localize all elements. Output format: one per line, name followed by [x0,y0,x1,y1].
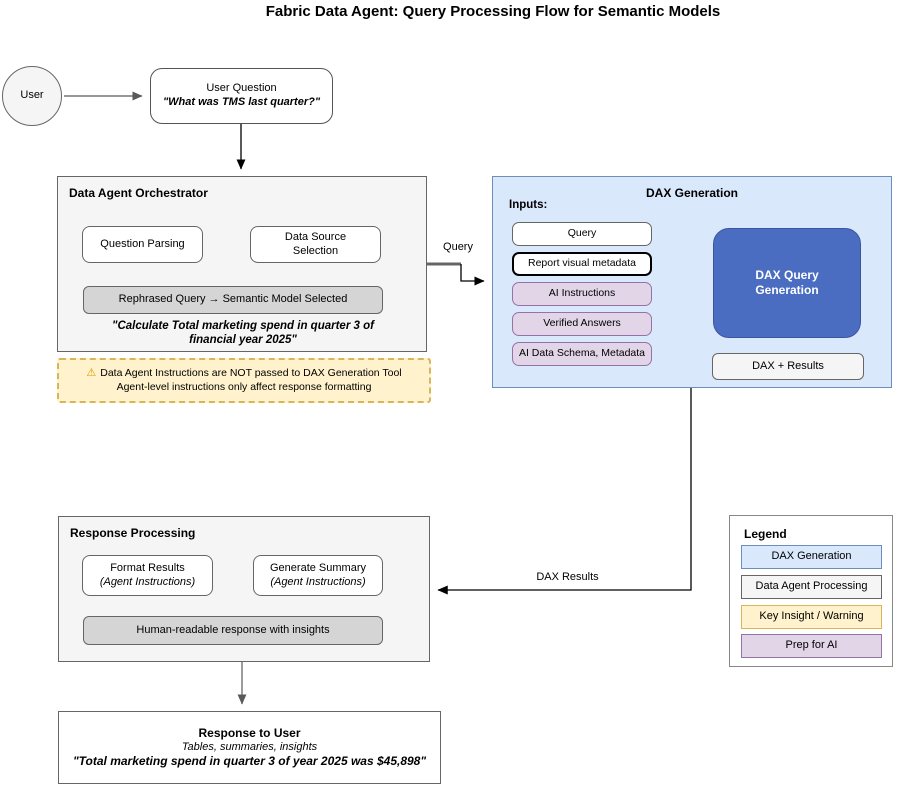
input-report-metadata-label: Report visual metadata [528,257,636,270]
page-title: Fabric Data Agent: Query Processing Flow… [265,3,721,20]
legend-item-prep-for-ai-label: Prep for AI [785,639,838,652]
human-readable-label: Human-readable response with insights [136,623,330,636]
question-parsing-node: Question Parsing [82,226,203,263]
input-query-node: Query [512,222,652,246]
response-to-user-subtitle: Tables, summaries, insights [181,740,318,753]
dax-generation-container: DAX Generation Inputs: Query Report visu… [492,176,892,388]
data-source-selection-label: Data Source Selection [284,230,347,257]
orchestrator-container: Data Agent Orchestrator Question Parsing… [57,176,427,352]
dax-core-line1: DAX Query [755,268,819,282]
legend-item-dax-generation: DAX Generation [741,545,882,569]
input-query-label: Query [567,227,597,240]
question-parsing-label: Question Parsing [100,237,185,250]
input-report-metadata-node: Report visual metadata [512,252,652,276]
warning-icon: ⚠ [86,367,97,380]
user-question-quote: "What was TMS last quarter?" [162,96,321,108]
response-processing-title: Response Processing [70,526,196,540]
legend-item-key-insight-warning-label: Key Insight / Warning [759,610,864,623]
input-ai-instructions-node: AI Instructions [512,282,652,306]
user-question-title: User Question [206,82,277,95]
rephrased-query-label: Rephrased Query → Semantic Model Selecte… [118,293,348,306]
orchestrator-title: Data Agent Orchestrator [69,186,208,200]
response-to-user-node: Response to User Tables, summaries, insi… [58,711,441,784]
orchestrator-quote: "Calculate Total marketing spend in quar… [58,318,428,348]
orchestrator-quote-line2: financial year 2025" [189,334,297,346]
orchestrator-quote-line1: "Calculate Total marketing spend in quar… [112,319,374,332]
format-results-node: Format Results (Agent Instructions) [82,555,213,596]
format-results-label: Format Results [110,561,185,574]
response-processing-container: Response Processing Format Results (Agen… [58,516,430,662]
edge-query-elbow [460,264,485,286]
dax-generation-title: DAX Generation [645,186,738,200]
legend-item-dax-generation-label: DAX Generation [771,550,852,563]
generate-summary-sub: (Agent Instructions) [270,575,366,588]
warning-line1: Data Agent Instructions are NOT passed t… [100,367,402,380]
dax-query-generation-node: DAX Query Generation [713,228,861,338]
input-verified-answers-label: Verified Answers [543,317,621,330]
user-node: User [2,66,62,126]
legend-item-data-agent-processing: Data Agent Processing [741,575,882,599]
legend-item-prep-for-ai: Prep for AI [741,634,882,658]
warning-note: ⚠Data Agent Instructions are NOT passed … [57,358,431,403]
input-schema-metadata-node: AI Data Schema, Metadata [512,342,652,366]
human-readable-bar: Human-readable response with insights [83,616,383,645]
legend-item-key-insight-warning: Key Insight / Warning [741,605,882,629]
legend-container: Legend DAX Generation Data Agent Process… [729,515,893,667]
dax-inputs-label: Inputs: [509,199,548,211]
edge-dax-results [437,388,692,595]
dax-results-edge-label: DAX Results [536,571,599,583]
response-to-user-title: Response to User [198,725,301,740]
response-to-user-quote: "Total marketing spend in quarter 3 of y… [72,754,427,769]
legend-item-data-agent-processing-label: Data Agent Processing [755,580,868,593]
dax-core-line2: Generation [755,283,819,297]
user-label: User [20,89,44,102]
data-source-selection-node: Data Source Selection [250,226,381,263]
dax-results-node: DAX + Results [712,353,864,380]
rephrased-query-bar: Rephrased Query → Semantic Model Selecte… [83,286,383,314]
warning-line2: Agent-level instructions only affect res… [116,380,372,393]
format-results-sub: (Agent Instructions) [99,575,196,588]
input-ai-instructions-label: AI Instructions [548,287,616,300]
warning-line1-wrap: ⚠Data Agent Instructions are NOT passed … [86,367,401,381]
dax-results-node-label: DAX + Results [752,359,824,372]
user-question-node: User Question "What was TMS last quarter… [150,68,333,124]
input-verified-answers-node: Verified Answers [512,312,652,336]
generate-summary-label: Generate Summary [270,561,366,574]
query-edge-label: Query [443,241,473,253]
legend-title: Legend [744,527,787,541]
input-schema-metadata-label: AI Data Schema, Metadata [518,347,646,360]
generate-summary-node: Generate Summary (Agent Instructions) [253,555,383,596]
